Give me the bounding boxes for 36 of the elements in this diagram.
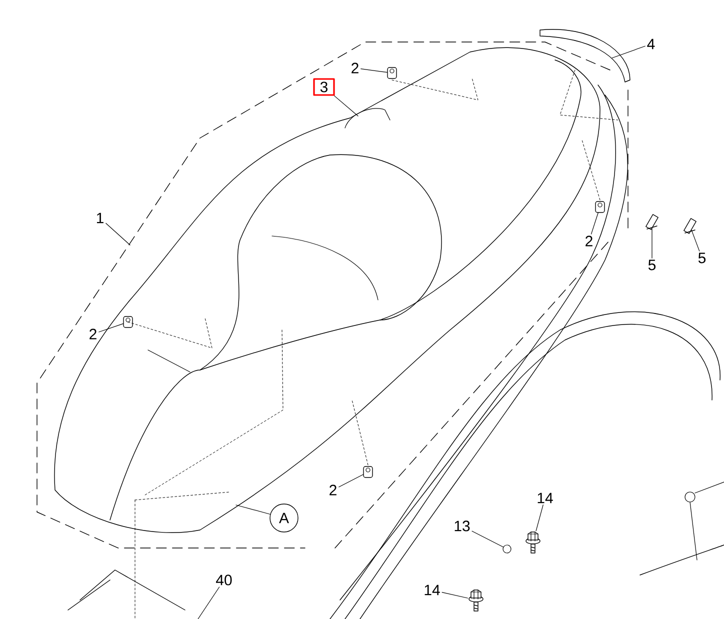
leader-line [236,504,270,515]
screw-drawing [684,218,696,234]
bolt-drawing [468,590,484,612]
callout-number: 2 [90,328,96,340]
leader-line [590,212,598,234]
nut-drawing [595,201,605,213]
leader-line [691,230,700,252]
callout-number: 4 [647,38,655,50]
leader-line [472,530,504,548]
leader-line [334,96,358,116]
leader-line [612,46,646,58]
leader-line [198,586,220,619]
callout-number: 1 [96,212,104,224]
leader-line [360,68,388,73]
leader-line [338,474,364,488]
leader-line [536,504,544,532]
leader-line [106,222,130,246]
callout-number: 5 [648,260,656,270]
nut-drawing [123,316,133,328]
screw-drawing [646,214,658,230]
callout-number: 14 [424,584,440,596]
nut-drawing [363,466,373,478]
leader-line [442,592,468,598]
callout-number: A [270,504,298,532]
nut-drawing [387,67,397,79]
callout-number: 13 [454,520,470,532]
bolt-drawing [526,532,540,554]
callout-number: 5 [698,252,706,264]
plug-drawing [502,544,512,554]
callout-number: 2 [330,484,336,496]
leader-line [98,323,124,332]
callout-number: 2 [586,236,592,246]
callout-number: 40 [216,574,232,586]
callout-number: 2 [352,62,358,74]
callout-number: 14 [538,492,553,504]
callout-number: 3 [313,78,335,96]
